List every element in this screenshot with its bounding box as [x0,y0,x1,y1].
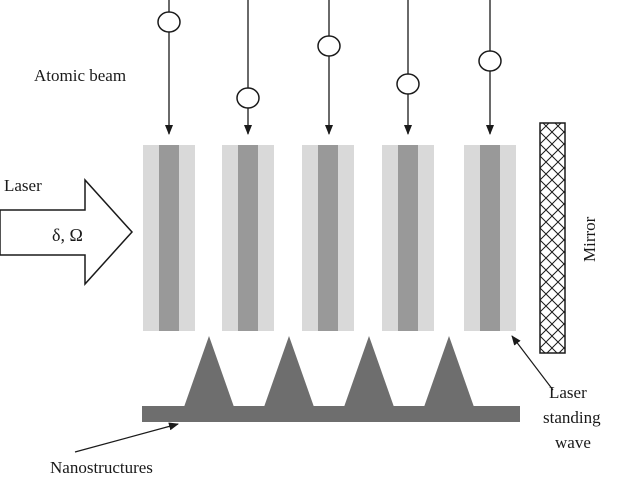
standing-wave-node [159,145,179,331]
standing-wave-node [318,145,338,331]
standing-wave-label-line2: standing [543,408,601,427]
mirror-label: Mirror [580,216,599,262]
atom [317,35,341,57]
nanostructure-peak [344,336,394,407]
atomic-beam-label: Atomic beam [34,66,126,85]
nanostructures [142,336,520,422]
standing-wave-label-line1: Laser [549,383,587,402]
standing-wave-node [238,145,258,331]
nanostructures-label: Nanostructures [50,458,153,477]
laser-arrow [0,178,134,286]
standing-wave-node [480,145,500,331]
standing-wave-label-line3: wave [555,433,591,452]
mirror [539,122,566,354]
atom [396,73,420,95]
standing-wave-group [143,145,516,331]
atom [157,11,181,33]
nanostructure-peak [424,336,474,407]
laser-params-label: δ, Ω [52,225,83,245]
nanostructure-peak [264,336,314,407]
nanostructure-peaks [184,336,474,407]
substrate [142,406,520,422]
nanostructures-pointer [74,422,179,453]
standing-wave-node [398,145,418,331]
nanostructure-peak [184,336,234,407]
atom [478,50,502,72]
atomic-beam-group [157,0,502,135]
laser-label: Laser [4,176,42,195]
standing-wave-pointer [511,335,554,391]
atom [236,87,260,109]
